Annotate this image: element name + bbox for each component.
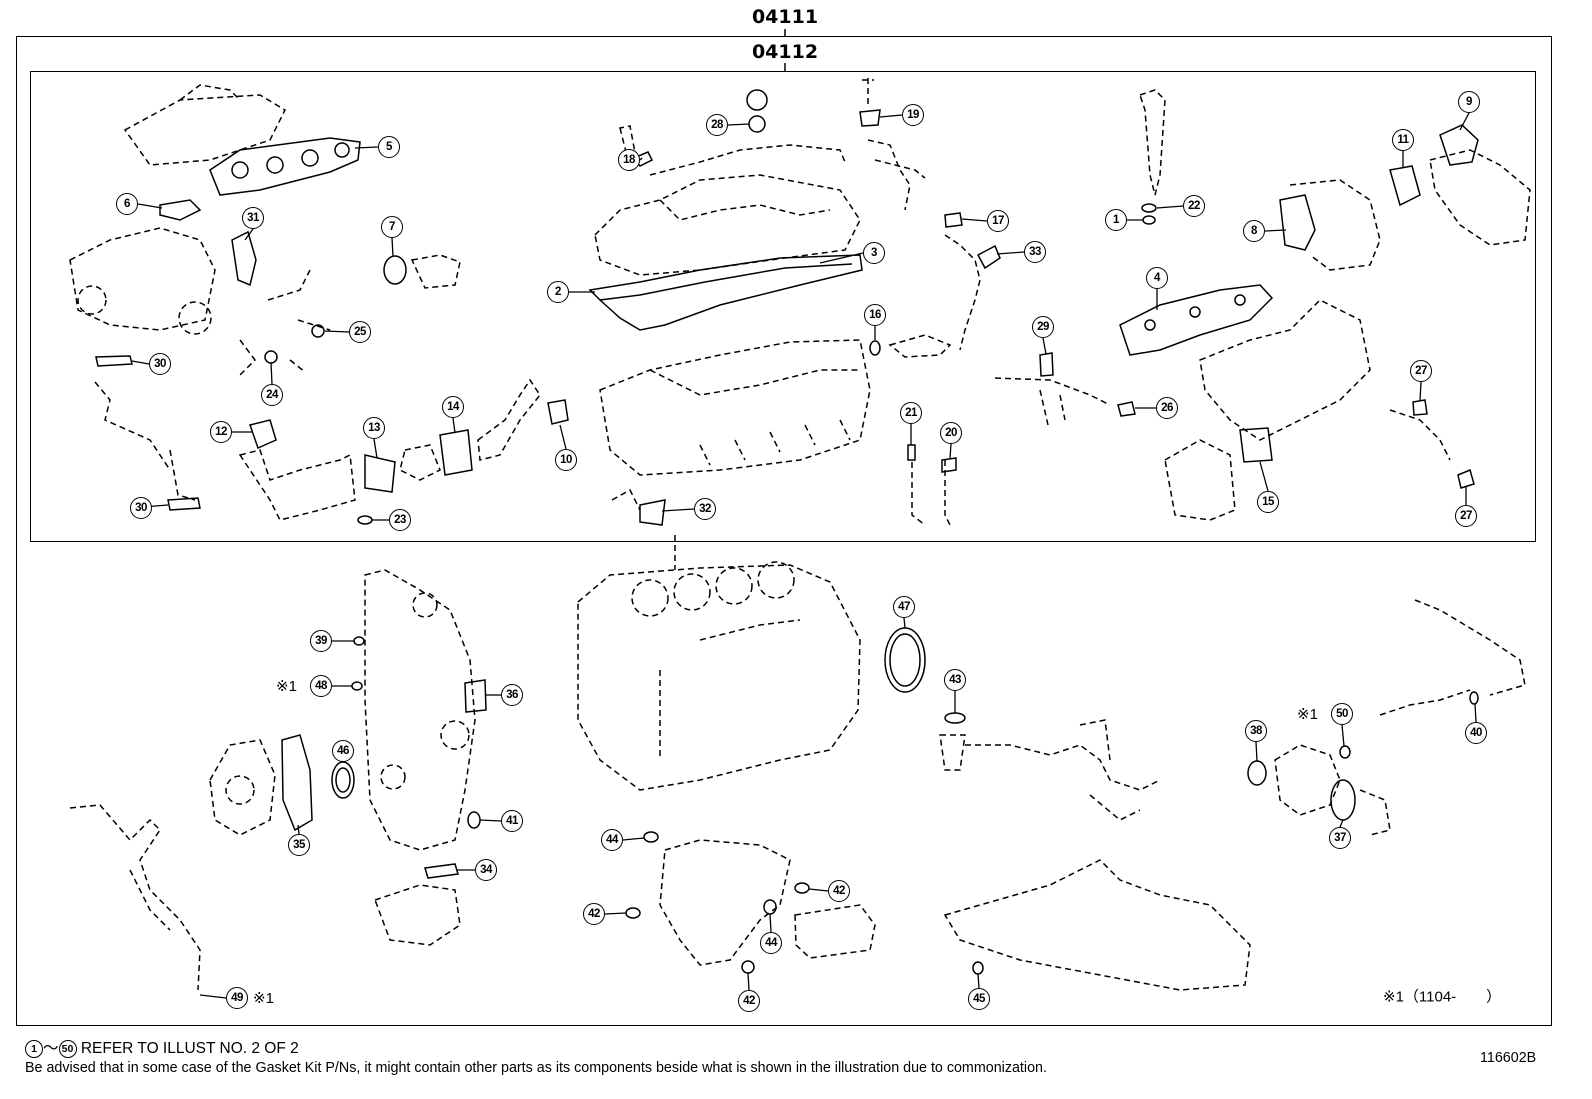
callout-50: 50 (1331, 703, 1353, 725)
callout-7: 7 (381, 216, 403, 238)
callout-17: 17 (987, 210, 1009, 232)
footer-tilde: ～ (43, 1040, 59, 1057)
callout-3: 3 (863, 242, 885, 264)
callout-38: 38 (1245, 720, 1267, 742)
callout-40: 40 (1465, 722, 1487, 744)
callout-14: 14 (442, 396, 464, 418)
callout-16: 16 (864, 304, 886, 326)
inner-kit-frame (30, 71, 1536, 542)
footer-range-end: 50 (58, 1039, 77, 1058)
callout-30-upper: 30 (149, 353, 171, 375)
callout-9: 9 (1458, 91, 1480, 113)
callout-39: 39 (310, 630, 332, 652)
callout-45: 45 (968, 988, 990, 1010)
callout-4: 4 (1146, 267, 1168, 289)
callout-18: 18 (618, 149, 640, 171)
footer-range-start: 1 (25, 1039, 43, 1058)
callout-33: 33 (1024, 241, 1046, 263)
callout-28: 28 (706, 114, 728, 136)
callout-30-lower: 30 (130, 497, 152, 519)
callout-37: 37 (1329, 827, 1351, 849)
callout-42-left: 42 (583, 903, 605, 925)
callout-15: 15 (1257, 491, 1279, 513)
callout-21: 21 (900, 402, 922, 424)
illustration-id: 116602B (1480, 1050, 1537, 1066)
callout-23: 23 (389, 509, 411, 531)
callout-47: 47 (893, 596, 915, 618)
callout-42-right: 42 (828, 880, 850, 902)
inner-kit-code: 04112 (751, 41, 819, 63)
callout-11: 11 (1392, 129, 1414, 151)
callout-34: 34 (475, 859, 497, 881)
outer-kit-code: 04111 (751, 6, 819, 28)
note-mark-48: ※1 (276, 678, 297, 695)
callout-5: 5 (378, 136, 400, 158)
callout-32: 32 (694, 498, 716, 520)
footer-refer-line: 1～50 REFER TO ILLUST NO. 2 OF 2 (25, 1036, 299, 1058)
callout-43: 43 (944, 669, 966, 691)
outer-kit-frame (16, 36, 1552, 1026)
callout-22: 22 (1183, 195, 1205, 217)
callout-8: 8 (1243, 220, 1265, 242)
callout-20: 20 (940, 422, 962, 444)
note-mark-49: ※1 (253, 990, 274, 1007)
callout-6: 6 (116, 193, 138, 215)
callout-12: 12 (210, 421, 232, 443)
callout-41: 41 (501, 810, 523, 832)
callout-19: 19 (902, 104, 924, 126)
callout-35: 35 (288, 834, 310, 856)
callout-44-upper: 44 (601, 829, 623, 851)
callout-31: 31 (242, 207, 264, 229)
callout-42-bottom: 42 (738, 990, 760, 1012)
callout-29: 29 (1032, 316, 1054, 338)
callout-13: 13 (363, 417, 385, 439)
callout-36: 36 (501, 684, 523, 706)
callout-44-lower: 44 (760, 932, 782, 954)
footer-advice: Be advised that in some case of the Gask… (25, 1060, 1047, 1076)
footer-refer-text: REFER TO ILLUST NO. 2 OF 2 (80, 1040, 299, 1057)
callout-27-upper: 27 (1410, 360, 1432, 382)
note-range: ※1（1104- ） (1383, 988, 1502, 1006)
callout-26: 26 (1156, 397, 1178, 419)
note-mark-50: ※1 (1297, 706, 1318, 723)
callout-25: 25 (349, 321, 371, 343)
callout-46: 46 (332, 740, 354, 762)
callout-48: 48 (310, 675, 332, 697)
callout-49: 49 (226, 987, 248, 1009)
callout-2: 2 (547, 281, 569, 303)
callout-10: 10 (555, 449, 577, 471)
callout-27-lower: 27 (1455, 505, 1477, 527)
callout-24: 24 (261, 384, 283, 406)
callout-1: 1 (1105, 209, 1127, 231)
